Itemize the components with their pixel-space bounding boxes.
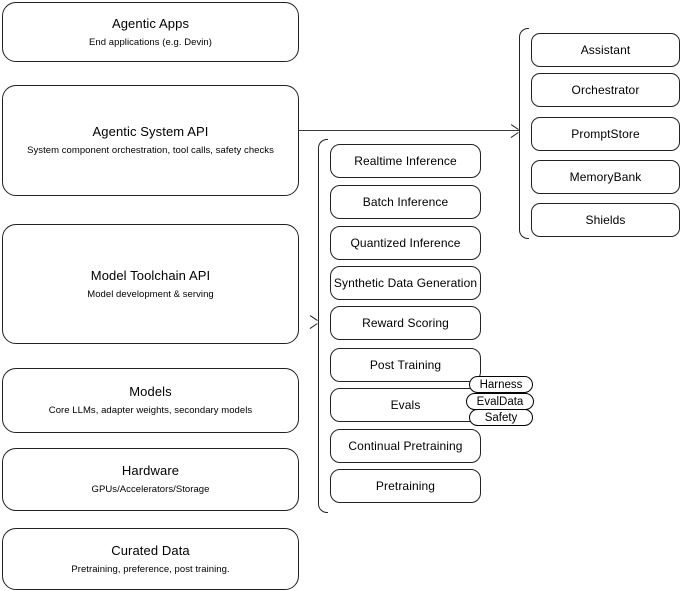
bracket-toolchain <box>318 139 328 513</box>
eval-pill-label: EvalData <box>476 395 524 408</box>
system-component-title: Orchestrator <box>571 83 640 97</box>
toolchain-title: Realtime Inference <box>354 154 457 168</box>
layer-box-curated-data[interactable]: Curated Data Pretraining, preference, po… <box>2 528 299 590</box>
toolchain-title: Batch Inference <box>362 195 449 209</box>
toolchain-box-pretraining[interactable]: Pretraining <box>330 469 481 503</box>
toolchain-box-synthetic-data-generation[interactable]: Synthetic Data Generation <box>330 266 481 300</box>
system-component-title: Assistant <box>580 43 631 57</box>
layer-subtitle: Model development & serving <box>87 288 214 300</box>
eval-pill-label: Harness <box>479 378 523 391</box>
layer-title: Models <box>129 384 172 399</box>
layer-subtitle: System component orchestration, tool cal… <box>27 145 274 156</box>
layer-subtitle: Pretraining, preference, post training. <box>71 563 230 575</box>
layer-box-hardware[interactable]: Hardware GPUs/Accelerators/Storage <box>2 448 299 511</box>
toolchain-box-reward-scoring[interactable]: Reward Scoring <box>330 306 481 340</box>
bracket-system-components <box>519 28 529 239</box>
toolchain-title: Reward Scoring <box>362 316 449 330</box>
connector-agentic-system-to-components <box>299 130 520 132</box>
layer-box-model-toolchain-api[interactable]: Model Toolchain API Model development & … <box>2 224 299 344</box>
layer-box-agentic-system-api[interactable]: Agentic System API System component orch… <box>2 85 299 196</box>
layer-title: Model Toolchain API <box>90 267 211 283</box>
system-component-title: Shields <box>585 213 626 227</box>
layer-title: Hardware <box>121 463 180 478</box>
toolchain-box-batch-inference[interactable]: Batch Inference <box>330 185 481 219</box>
eval-pill-evaldata[interactable]: EvalData <box>466 393 534 410</box>
eval-pill-safety[interactable]: Safety <box>469 409 533 426</box>
layer-title: Curated Data <box>111 542 190 558</box>
toolchain-box-realtime-inference[interactable]: Realtime Inference <box>330 144 481 178</box>
layer-title: Agentic Apps <box>111 15 190 31</box>
toolchain-box-quantized-inference[interactable]: Quantized Inference <box>330 226 481 260</box>
toolchain-box-evals[interactable]: Evals <box>330 388 481 422</box>
bracket-notch-toolchain <box>310 315 319 329</box>
eval-pill-harness[interactable]: Harness <box>469 376 533 393</box>
layer-subtitle: GPUs/Accelerators/Storage <box>91 484 210 495</box>
toolchain-title: Synthetic Data Generation <box>333 276 478 290</box>
toolchain-title: Quantized Inference <box>350 236 461 250</box>
toolchain-title: Pretraining <box>375 479 436 493</box>
toolchain-title: Evals <box>390 398 421 412</box>
system-component-box-orchestrator[interactable]: Orchestrator <box>531 73 680 107</box>
layer-subtitle: Core LLMs, adapter weights, secondary mo… <box>48 405 253 416</box>
system-component-box-memorybank[interactable]: MemoryBank <box>531 160 680 194</box>
layer-box-models[interactable]: Models Core LLMs, adapter weights, secon… <box>2 368 299 433</box>
eval-pill-label: Safety <box>484 411 518 424</box>
system-component-box-promptstore[interactable]: PromptStore <box>531 117 680 151</box>
toolchain-box-post-training[interactable]: Post Training <box>330 348 481 382</box>
toolchain-box-continual-pretraining[interactable]: Continual Pretraining <box>330 429 481 463</box>
toolchain-title: Post Training <box>369 358 442 372</box>
bracket-notch-system-components <box>511 124 520 138</box>
layer-subtitle: End applications (e.g. Devin) <box>89 36 212 48</box>
system-component-title: MemoryBank <box>569 170 642 184</box>
layer-title: Agentic System API <box>92 124 209 139</box>
toolchain-title: Continual Pretraining <box>348 439 463 453</box>
system-component-box-shields[interactable]: Shields <box>531 203 680 237</box>
system-component-title: PromptStore <box>571 127 640 141</box>
layer-box-agentic-apps[interactable]: Agentic Apps End applications (e.g. Devi… <box>2 2 299 62</box>
system-component-box-assistant[interactable]: Assistant <box>531 33 680 67</box>
